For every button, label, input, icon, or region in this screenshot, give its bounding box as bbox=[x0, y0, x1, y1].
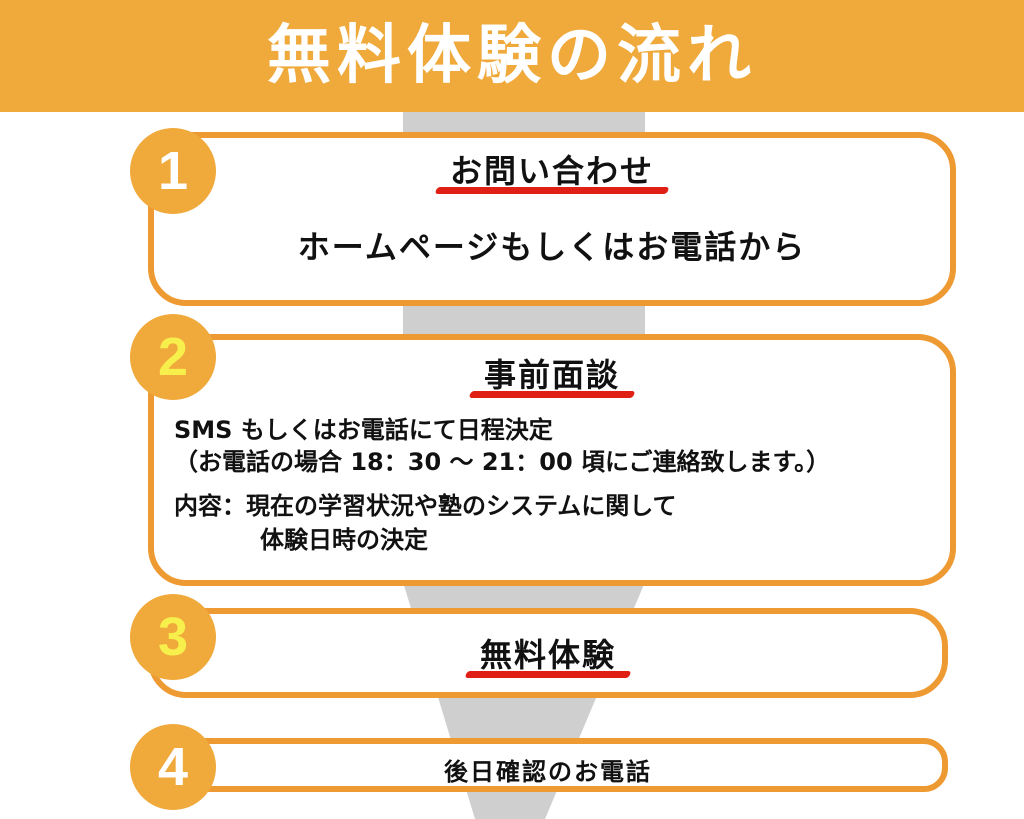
step-2-heading: 事前面談 bbox=[470, 356, 634, 394]
step-2-number: 2 bbox=[130, 314, 216, 400]
step-4-number: 4 bbox=[130, 724, 216, 810]
step-3-number: 3 bbox=[130, 594, 216, 680]
step-3-box: 無料体験 bbox=[148, 608, 948, 698]
step-1-box: お問い合わせ ホームページもしくはお電話から bbox=[148, 132, 956, 306]
step-1-number: 1 bbox=[130, 128, 216, 214]
step-1-text: ホームページもしくはお電話から bbox=[297, 228, 807, 266]
page-title: 無料体験の流れ bbox=[267, 19, 757, 93]
step-2-line-1: SMS もしくはお電話にて日程決定 bbox=[174, 416, 553, 444]
header-banner: 無料体験の流れ bbox=[0, 0, 1024, 112]
step-2-line-2: （お電話の場合 18：30 ～ 21：00 頃にご連絡致します。） bbox=[174, 448, 831, 476]
step-2-box: 事前面談 SMS もしくはお電話にて日程決定 （お電話の場合 18：30 ～ 2… bbox=[148, 334, 956, 586]
step-3-heading: 無料体験 bbox=[466, 636, 630, 674]
step-2-line-4: 体験日時の決定 bbox=[260, 526, 428, 554]
step-1-heading: お問い合わせ bbox=[436, 152, 668, 190]
step-4-heading: 後日確認のお電話 bbox=[444, 758, 652, 786]
step-2-line-3: 内容：現在の学習状況や塾のシステムに関して bbox=[174, 492, 677, 520]
step-4-box: 後日確認のお電話 bbox=[148, 738, 948, 792]
